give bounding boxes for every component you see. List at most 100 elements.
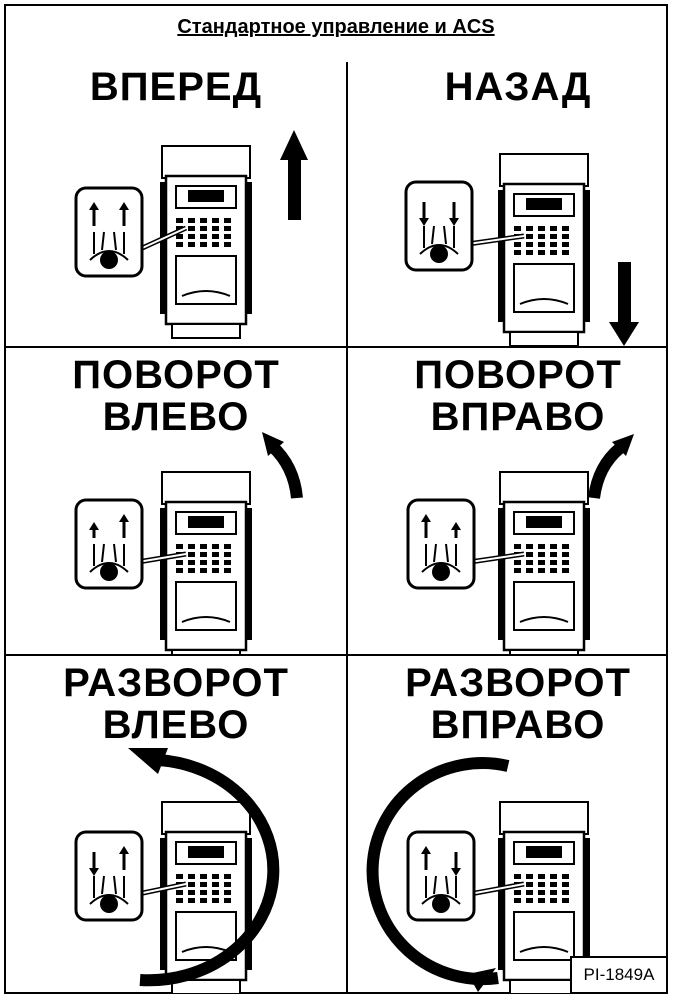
floor-plate xyxy=(175,255,237,305)
arrow-curve xyxy=(267,441,303,499)
control-key xyxy=(176,874,183,879)
control-key xyxy=(514,250,521,255)
control-key xyxy=(224,544,231,549)
inset-leader-inner xyxy=(137,883,187,895)
hand-arrowhead xyxy=(89,522,99,530)
arrow-circle xyxy=(366,757,510,986)
inset-leader-inner xyxy=(137,227,187,251)
backward-illustration xyxy=(404,153,639,346)
panel-backward: НАЗАД xyxy=(348,62,674,346)
control-key xyxy=(562,568,569,573)
arrow-head xyxy=(262,432,284,456)
control-key xyxy=(176,242,183,247)
control-key xyxy=(188,552,195,557)
arrow-circle xyxy=(139,754,280,987)
control-key xyxy=(224,226,231,231)
control-key xyxy=(212,890,219,895)
operator-head xyxy=(430,245,448,263)
control-key xyxy=(176,898,183,903)
control-key xyxy=(538,560,545,565)
rear-bumper xyxy=(171,979,241,994)
control-key xyxy=(212,544,219,549)
control-key xyxy=(188,560,195,565)
forward-illustration xyxy=(74,130,308,339)
arrow-curve xyxy=(588,443,624,499)
control-key xyxy=(200,882,207,887)
arrow-shaft xyxy=(288,156,301,220)
seat-back xyxy=(526,846,562,858)
control-key xyxy=(176,568,183,573)
seat-back xyxy=(526,198,562,210)
control-key xyxy=(526,552,533,557)
machine-hood xyxy=(161,145,251,179)
left-track xyxy=(498,838,504,970)
control-key xyxy=(212,218,219,223)
machine-hood xyxy=(161,801,251,835)
control-key xyxy=(538,882,545,887)
control-key xyxy=(212,242,219,247)
control-key xyxy=(538,242,545,247)
inner-arms xyxy=(433,875,449,895)
control-key xyxy=(562,250,569,255)
control-key xyxy=(526,544,533,549)
control-key xyxy=(538,234,545,239)
control-key xyxy=(526,882,533,887)
hand-arrowhead xyxy=(89,202,99,210)
plate-curve xyxy=(181,616,231,623)
control-key xyxy=(514,898,521,903)
operator-inset xyxy=(406,498,525,590)
left-track xyxy=(160,182,166,314)
right-track xyxy=(246,838,252,970)
direction-arrow xyxy=(262,432,303,499)
rear-bumper xyxy=(171,649,241,654)
plate-curve xyxy=(519,298,569,305)
plate-curve xyxy=(181,290,231,297)
control-key xyxy=(224,874,231,879)
arrow-head xyxy=(468,968,496,992)
operator-inset xyxy=(406,830,525,922)
seat-back xyxy=(188,846,224,858)
left-track xyxy=(160,838,166,970)
control-key xyxy=(550,552,557,557)
spin-right-illustration xyxy=(366,757,590,994)
panel-label: ВПЕРЕД xyxy=(89,65,263,109)
left-track xyxy=(498,508,504,640)
control-key xyxy=(212,882,219,887)
control-key xyxy=(550,250,557,255)
panel-label: РАЗВОРОТ ВПРАВО xyxy=(405,661,631,747)
control-key xyxy=(550,560,557,565)
control-key xyxy=(224,552,231,557)
control-key xyxy=(514,560,521,565)
control-key xyxy=(514,568,521,573)
control-key xyxy=(224,568,231,573)
right-track xyxy=(246,182,252,314)
inner-arms xyxy=(101,231,117,251)
control-key xyxy=(200,560,207,565)
machine-top-view xyxy=(498,153,590,346)
operator-head xyxy=(100,563,118,581)
control-key xyxy=(538,890,545,895)
hand-arrowhead xyxy=(89,868,99,876)
control-key xyxy=(200,898,207,903)
control-key xyxy=(562,552,569,557)
panel-forward: ВПЕРЕД xyxy=(6,62,346,346)
plate-curve xyxy=(519,616,569,623)
control-key xyxy=(224,898,231,903)
left-track xyxy=(160,508,166,640)
panel-turn-right: ПОВОРОТ ВПРАВО xyxy=(348,348,674,654)
direction-arrow xyxy=(588,434,634,499)
machine-top-view xyxy=(160,471,252,654)
control-key xyxy=(200,544,207,549)
inset-leader-inner xyxy=(469,883,525,895)
control-key xyxy=(176,234,183,239)
hand-arrowhead xyxy=(119,514,129,522)
control-key xyxy=(526,242,533,247)
control-key xyxy=(562,890,569,895)
machine-top-view xyxy=(498,801,590,994)
control-key xyxy=(188,874,195,879)
control-key xyxy=(526,898,533,903)
panel-turn-left: ПОВОРОТ ВЛЕВО xyxy=(6,348,346,654)
control-key xyxy=(514,874,521,879)
control-key xyxy=(200,234,207,239)
control-key xyxy=(224,560,231,565)
